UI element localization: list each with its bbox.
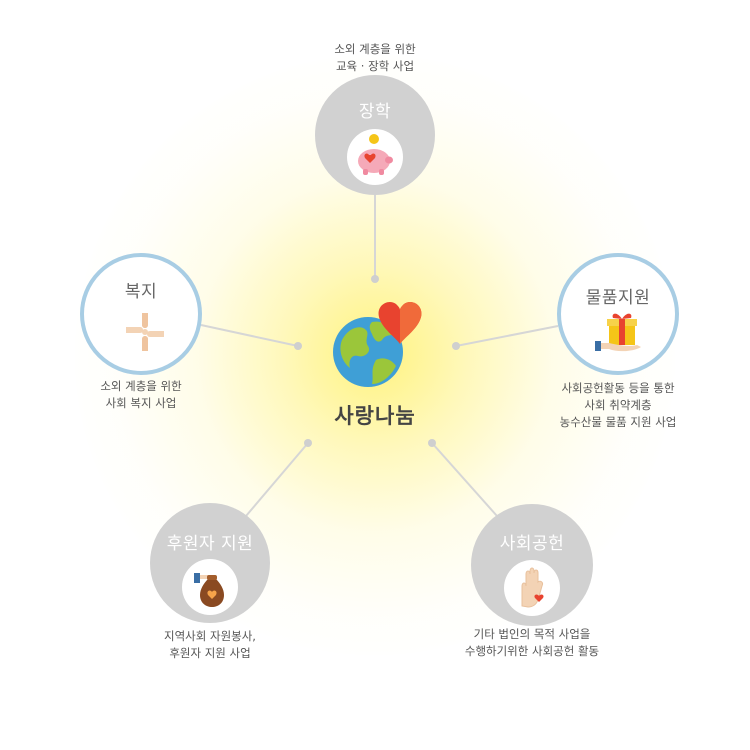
node-goods[interactable]: 물품지원 [557,253,679,375]
node-social-title: 사회공헌 [499,534,565,554]
node-donor-title: 후원자 지원 [166,534,254,554]
caption-scholarship: 소외 계층을 위한 교육 · 장학 사업 [334,42,416,73]
node-social[interactable]: 사회공헌 [471,504,593,626]
connector-goods [455,325,559,347]
node-welfare-title: 복지 [124,282,158,302]
caption-goods: 사회공헌활동 등을 통한 사회 취약계층 농수산물 물품 지원 사업 [559,381,677,429]
connector-donor [245,442,309,517]
node-welfare[interactable]: 복지 [80,253,202,375]
node-scholarship-title: 장학 [358,102,392,122]
connector-dot-welfare [294,342,302,350]
money-bag-heart-icon [182,559,238,615]
raised-hand-heart-icon [504,560,560,616]
gift-box-hand-icon [595,309,645,359]
node-donor[interactable]: 후원자 지원 [150,503,270,623]
connector-dot-scholarship [371,275,379,283]
center-label: 사랑나눔 [334,404,416,428]
connector-dot-social [428,439,436,447]
connector-dot-donor [304,439,312,447]
connector-dot-goods [452,342,460,350]
node-goods-title: 물품지원 [585,288,651,308]
caption-donor: 지역사회 자원봉사, 후원자 지원 사업 [164,629,256,660]
caption-welfare: 소외 계층을 위한 사회 복지 사업 [100,379,182,410]
node-scholarship[interactable]: 장학 [315,75,435,195]
helping-hands-icon [122,309,168,359]
piggy-bank-heart-icon [347,129,403,185]
connector-social [431,442,498,517]
connector-welfare [200,324,299,347]
caption-social: 기타 법인의 목적 사업을 수행하기위한 사회공헌 활동 [464,627,600,658]
globe-heart-icon [330,300,425,399]
